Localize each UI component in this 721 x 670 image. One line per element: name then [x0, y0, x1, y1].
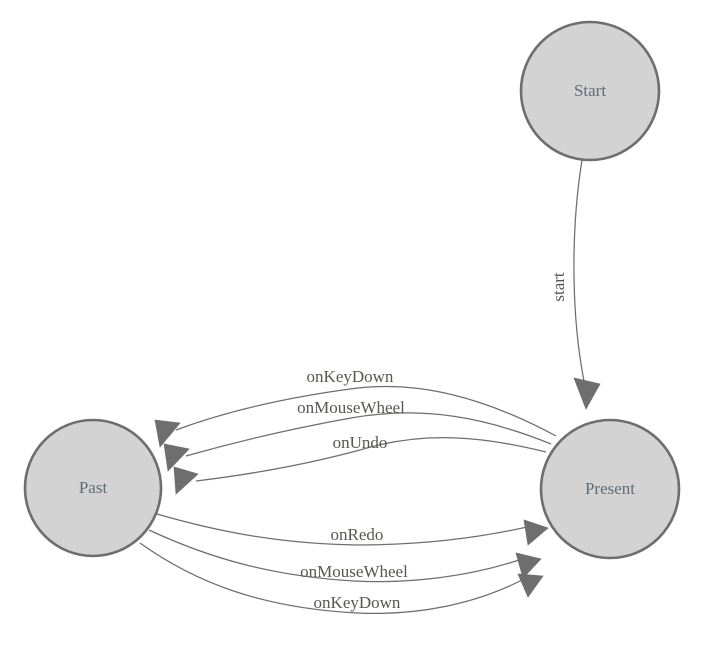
edge-past-to-present-onredo[interactable]: onRedo: [156, 513, 549, 546]
node-present-label: Present: [585, 479, 635, 498]
edge-start-to-present-path: [573, 159, 585, 382]
edge-past-to-present-onkeydown-path: [139, 542, 523, 615]
edge-past-to-present-onmousewheel[interactable]: onMouseWheel: [148, 529, 542, 583]
edge-past-to-present-onmousewheel-path: [148, 529, 520, 583]
edge-label-past-present-onredo: onRedo: [331, 525, 384, 544]
edge-present-to-past-onundo-path: [195, 437, 547, 482]
edge-present-to-past-onundo-arrowhead: [173, 466, 199, 495]
edge-past-to-present-onmousewheel-arrowhead: [515, 552, 542, 579]
edge-present-to-past-onundo[interactable]: onUndo: [173, 433, 547, 495]
edge-past-to-present-onredo-arrowhead: [523, 519, 549, 546]
edge-label-past-present-onmousewheel: onMouseWheel: [300, 562, 408, 581]
edge-label-start: start: [549, 272, 568, 302]
edge-label-present-past-onkeydown: onKeyDown: [307, 367, 394, 386]
edge-past-to-present-onkeydown-arrowhead: [517, 573, 544, 598]
edge-present-to-past-onkeydown-arrowhead: [154, 419, 181, 448]
edge-label-present-past-onmousewheel: onMouseWheel: [297, 398, 405, 417]
node-past[interactable]: Past: [23, 418, 163, 558]
edge-label-present-past-onundo: onUndo: [333, 433, 388, 452]
edge-present-to-past-onkeydown[interactable]: onKeyDown: [154, 367, 557, 448]
edge-start-to-present[interactable]: start: [549, 159, 601, 410]
edge-present-to-past-onmousewheel[interactable]: onMouseWheel: [163, 398, 552, 472]
edge-present-to-past-onmousewheel-path: [185, 412, 552, 457]
edge-past-to-present-onkeydown[interactable]: onKeyDown: [139, 542, 544, 615]
node-present[interactable]: Present: [539, 418, 681, 560]
node-start-label: Start: [574, 81, 606, 100]
node-past-label: Past: [79, 478, 108, 497]
edge-start-to-present-arrowhead: [573, 377, 601, 410]
node-start-circle: [519, 20, 661, 162]
node-start[interactable]: Start: [519, 20, 661, 162]
edge-present-to-past-onmousewheel-arrowhead: [163, 443, 190, 472]
edge-present-to-past-onkeydown-path: [175, 385, 557, 437]
node-past-circle: [23, 418, 163, 558]
edge-past-to-present-onredo-path: [156, 513, 528, 546]
edge-label-past-present-onkeydown: onKeyDown: [314, 593, 401, 612]
node-present-circle: [539, 418, 681, 560]
